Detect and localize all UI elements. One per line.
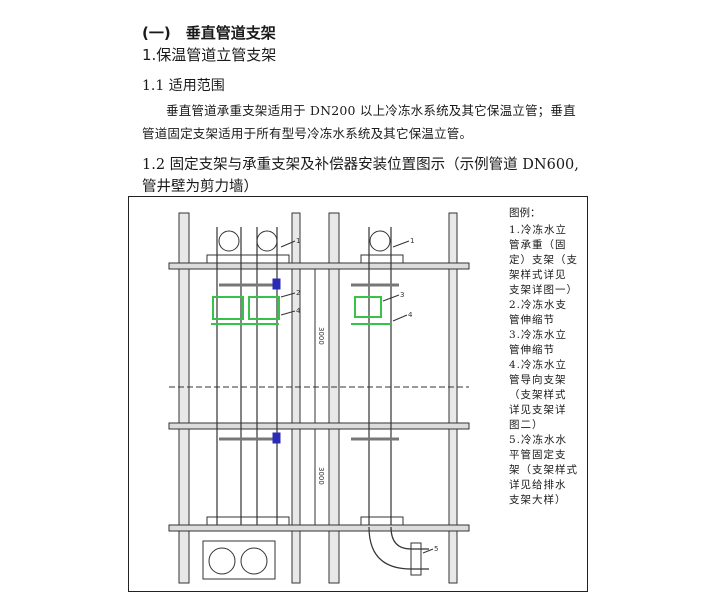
callout-label: 2	[296, 289, 300, 297]
callout-leader	[280, 310, 296, 316]
right-shaft-wall	[328, 212, 340, 584]
load-support	[360, 254, 404, 264]
dimension-label: 3000	[317, 467, 325, 485]
paragraph-line-2: 管道固定支架适用于所有型号冷冻水系统及其它保温立管。	[142, 126, 473, 141]
pipe-top	[218, 230, 240, 252]
callout-label: 1	[296, 237, 300, 245]
pipe-support-figure: 1 2 4 1 3 4 5 3000 3000	[128, 196, 588, 592]
pipe-trench	[202, 540, 276, 580]
legend-line: 2.冷冻水支	[509, 299, 568, 311]
legend-line: （支架样式	[509, 389, 567, 401]
legend-line: 管承重（固	[509, 239, 567, 251]
floor-slab	[168, 262, 470, 270]
elbow-pipe	[368, 526, 429, 570]
callout-leader	[392, 314, 408, 322]
legend-line: 详见给排水	[509, 479, 567, 491]
subsection-title: 1.保温管道立管支架	[142, 46, 277, 64]
pipe-section	[208, 547, 236, 575]
legend-line: 支架详图一）	[509, 284, 578, 296]
callout-label: 4	[296, 307, 301, 315]
callout-label: 1	[410, 237, 414, 245]
callout-label: 5	[434, 545, 438, 553]
callout-leader	[280, 292, 296, 298]
load-support	[206, 254, 290, 264]
legend-line: 架（支架样式	[509, 464, 578, 476]
callout-label: 4	[408, 311, 413, 319]
legend-line: 管导向支架	[509, 374, 567, 386]
load-support	[360, 516, 404, 526]
dimension-label: 3000	[317, 327, 325, 345]
legend-line: 架样式详见	[509, 269, 567, 281]
expansion-joint	[354, 296, 382, 318]
figure-drawing: 1 2 4 1 3 4 5 3000 3000	[168, 212, 470, 584]
left-shaft-wall	[178, 212, 190, 584]
pipe-top	[256, 230, 278, 252]
callout-leader	[392, 240, 410, 248]
paragraph-line-1: 垂直管道承重支架适用于 DN200 以上冷冻水系统及其它保温立管；垂直	[166, 103, 576, 118]
legend-line: 图二）	[509, 419, 544, 431]
legend-line: 5.冷冻水水	[509, 434, 568, 446]
legend-line: 支架大样）	[509, 494, 567, 506]
floor-slab	[168, 524, 470, 532]
callout-leader	[280, 240, 296, 248]
legend-line: 管伸缩节	[509, 344, 555, 356]
legend-line: 4.冷冻水立	[509, 359, 568, 371]
heading-figure-line-2: 管井壁为剪力墙）	[142, 179, 258, 195]
legend-line: 3.冷冻水立	[509, 329, 568, 341]
expansion-joint	[248, 296, 280, 320]
pipe-section	[240, 547, 268, 575]
right-shaft-wall-right	[448, 212, 458, 584]
legend-line: 管伸缩节	[509, 314, 555, 326]
heading-scope: 1.1 适用范围	[142, 78, 225, 94]
expansion-joint	[212, 296, 244, 320]
fixed-support	[272, 278, 281, 290]
callout-leader	[422, 548, 434, 554]
horizontal-support	[410, 542, 422, 576]
legend-title: 图例：	[509, 207, 541, 219]
load-support	[206, 516, 290, 526]
left-shaft-wall-right	[291, 212, 301, 584]
heading-figure-line-1: 1.2 固定支架与承重支架及补偿器安装位置图示（示例管道 DN600,	[142, 157, 579, 173]
callout-label: 3	[400, 291, 404, 299]
legend-line: 1.冷冻水立	[509, 224, 568, 236]
fixed-support	[272, 432, 281, 444]
legend-line: 定）支架（支	[509, 254, 578, 266]
floor-slab	[168, 422, 470, 430]
legend-line: 详见支架详	[509, 404, 567, 416]
pipe-top	[369, 230, 391, 252]
figure-legend: 图例： 1.冷冻水立 管承重（固 定）支架（支 架样式详见 支架详图一） 2.冷…	[509, 206, 584, 508]
legend-line: 平管固定支	[509, 449, 567, 461]
callout-leader	[382, 294, 400, 302]
section-title: (一) 垂直管道支架	[142, 24, 276, 42]
